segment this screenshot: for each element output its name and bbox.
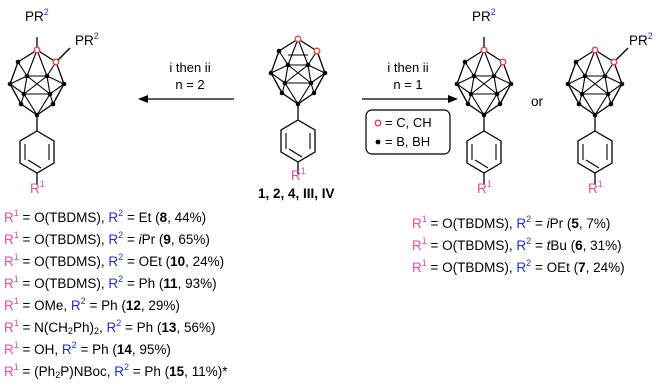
right-product-a-r1: R1 — [477, 179, 492, 197]
starting-material-ids: 1, 2, 4, III, IV — [258, 186, 335, 201]
left-product-structure — [7, 37, 71, 186]
left-product-row-15: R1 = (Ph2P)NBoc, R2 = Ph (15, 11%)* — [4, 362, 228, 380]
right-product-b-r1: R1 — [588, 179, 603, 197]
vertex-legend-box — [365, 109, 451, 155]
left-product-row-9: R1 = O(TBDMS), R2 = iPr (9, 65%) — [4, 230, 210, 248]
left-product-row-10: R1 = O(TBDMS), R2 = OEt (10, 24%) — [4, 252, 225, 270]
right-product-b-structure — [565, 46, 629, 186]
right-arrow-n: n = 1 — [393, 77, 423, 92]
left-product-row-13: R1 = N(CH2Ph)2, R2 = Ph (13, 56%) — [4, 318, 216, 336]
right-reaction-arrow — [362, 95, 458, 103]
left-product-row-8: R1 = O(TBDMS), R2 = Et (8, 44%) — [4, 208, 207, 226]
left-product-row-12: R1 = OMe, R2 = Ph (12, 29%) — [4, 296, 180, 314]
right-product-b-pr2: PR2 — [629, 31, 653, 49]
or-label: or — [531, 94, 544, 109]
left-product-row-14: R1 = OH, R2 = Ph (14, 95%) — [4, 340, 171, 358]
legend-carbon-text: = C, CH — [385, 115, 432, 130]
right-product-row-6: R1 = O(TBDMS), R2 = tBu (6, 31%) — [412, 236, 622, 254]
right-product-row-5: R1 = O(TBDMS), R2 = iPr (5, 7%) — [412, 214, 611, 232]
left-product-r1: R1 — [30, 179, 45, 197]
right-product-a-pr2: PR2 — [472, 7, 496, 25]
starting-material-r1: R1 — [291, 166, 306, 184]
right-product-row-7: R1 = O(TBDMS), R2 = OEt (7, 24%) — [412, 258, 625, 276]
left-product-pr2-side: PR2 — [75, 31, 99, 49]
left-product-pr2-top: PR2 — [25, 7, 49, 25]
left-product-row-11: R1 = O(TBDMS), R2 = Ph (11, 93%) — [4, 274, 217, 292]
left-arrow-conditions: i then ii — [169, 60, 211, 75]
starting-material-structure — [268, 35, 328, 175]
legend-boron-text: = B, BH — [385, 134, 431, 149]
left-arrow-n: n = 2 — [175, 77, 205, 92]
right-arrow-conditions: i then ii — [387, 60, 429, 75]
right-product-a-structure — [454, 37, 514, 186]
left-reaction-arrow — [138, 95, 234, 103]
